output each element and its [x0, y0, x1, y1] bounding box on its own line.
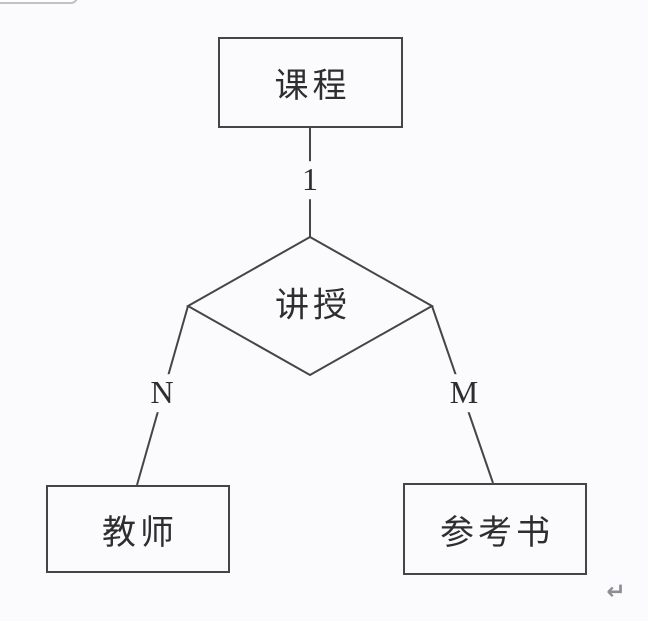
entity-box-teacher: 教师: [46, 485, 230, 573]
entity-label-reference-book: 参考书: [440, 514, 554, 552]
cardinality-label-1: 1: [295, 161, 325, 199]
entity-box-reference-book: 参考书: [403, 483, 587, 575]
relationship-diamond-shape: [185, 235, 435, 377]
entity-box-course: 课程: [218, 37, 403, 128]
cardinality-label-m: M: [442, 374, 486, 412]
paragraph-return-mark-icon: ↵: [606, 579, 626, 605]
cardinality-label-n: N: [143, 374, 181, 412]
relationship-label-lecture: 讲授: [275, 287, 351, 325]
entity-label-course: 课程: [274, 68, 351, 105]
entity-label-teacher: 教师: [102, 514, 178, 552]
